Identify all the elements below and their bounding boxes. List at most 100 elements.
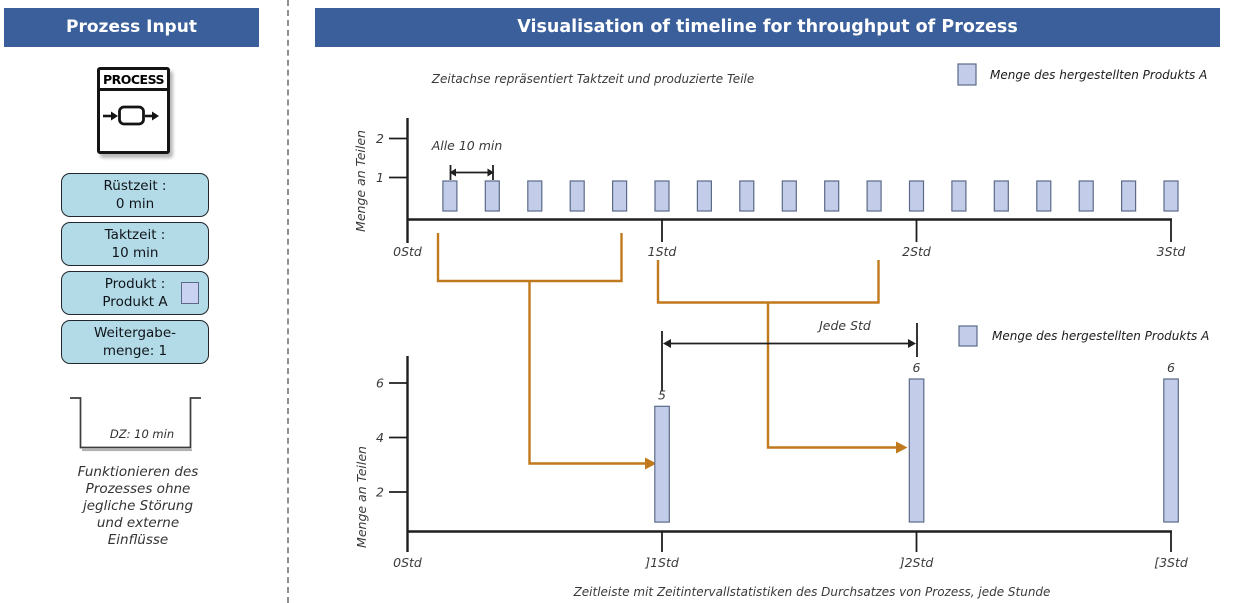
takt-bar: [654, 180, 670, 212]
bracket-1-connector: [528, 280, 645, 465]
top-legend-label: Menge des hergestellten Produkts A: [990, 68, 1207, 82]
pulse-shape-icon: DZ: 10 min: [70, 397, 201, 452]
takt-bar: [1078, 180, 1094, 212]
takt-bar: [1120, 180, 1137, 212]
ruestzeit-label: Rüstzeit :: [103, 178, 167, 194]
top-x-tick-label: 0Std: [393, 244, 422, 259]
bottom-y-tick-label: 4: [376, 430, 384, 445]
top-chart-subtitle: Zeitachse repräsentiert Taktzeit und pro…: [431, 72, 755, 86]
stat-bar: [654, 405, 670, 523]
stat-bar-value: 6: [1167, 360, 1175, 375]
produkt-label: Produkt :: [104, 276, 166, 292]
hour-arrowhead-right-icon: [908, 339, 916, 348]
stat-bar: [1163, 378, 1179, 523]
inflow-arrowhead-icon: [111, 111, 118, 121]
top-y-ticks: 12: [376, 131, 407, 185]
stat-bar: [908, 378, 925, 523]
stat-bar-value: 6: [913, 360, 921, 375]
top-chart-axes: [406, 118, 1172, 243]
bracket-1-arrowhead-icon: [645, 457, 657, 470]
takt-bar: [611, 180, 628, 212]
takt-bar: [696, 180, 713, 212]
takt-bar: [866, 180, 882, 212]
top-x-tick-label: 1Std: [648, 244, 677, 259]
bracket-2-arrowhead-icon: [896, 441, 908, 454]
top-y-tick-label: 2: [376, 131, 384, 146]
main-header: Visualisation of timeline for throughput…: [315, 8, 1220, 47]
panel-divider: [287, 0, 289, 603]
takt-bar: [951, 180, 967, 212]
interval-bracket-2: [656, 260, 908, 454]
stat-bar-value: 5: [658, 387, 666, 402]
dz-label: DZ: 10 min: [110, 427, 174, 441]
top-legend: Menge des hergestellten Produkts A: [957, 63, 1207, 86]
jede-std-label: Jede Std: [816, 318, 871, 333]
taktzeit-value: 10 min: [111, 245, 159, 261]
main-title: Visualisation of timeline for throughput…: [517, 17, 1018, 37]
process-step-box: [118, 105, 145, 126]
bottom-y-ticks: 2 4 6: [376, 376, 407, 500]
bottom-x-tick-label: ]1Std: [644, 555, 679, 570]
bottom-bars: 5 6 6: [654, 360, 1179, 523]
takt-bar: [1036, 180, 1052, 212]
bottom-y-tick-label: 6: [376, 376, 384, 391]
top-x-ticks: 0Std 1Std 2Std 3Std: [393, 220, 1185, 259]
note-text: Funktionieren des Prozesses ohne jeglich…: [77, 464, 199, 548]
bottom-x-tick-label: ]2Std: [899, 555, 934, 570]
arrowhead-right-icon: [487, 168, 494, 177]
ruestzeit-value: 0 min: [115, 196, 155, 212]
bracket-1-outline: [436, 233, 623, 283]
takt-bar: [824, 180, 840, 212]
bottom-legend-label: Menge des hergestellten Produkts A: [992, 329, 1209, 343]
top-x-tick-label: 3Std: [1157, 244, 1186, 259]
bottom-x-tick-label: [3Std: [1154, 555, 1188, 570]
arrowhead-left-icon: [449, 168, 456, 177]
top-x-tick-label: 2Std: [902, 244, 931, 259]
takt-bar: [527, 180, 543, 212]
takt-bar: [993, 180, 1009, 212]
produkt-color-swatch: [181, 282, 199, 304]
top-legend-swatch: [957, 63, 977, 86]
bottom-chart-caption: Zeitleiste mit Zeitintervallstatistiken …: [573, 585, 1051, 599]
info-box-produkt: Produkt : Produkt A: [61, 271, 209, 315]
taktzeit-label: Taktzeit :: [104, 227, 166, 243]
info-box-taktzeit: Taktzeit : 10 min: [61, 222, 209, 266]
bottom-y-tick-label: 2: [376, 485, 384, 500]
bottom-legend: Menge des hergestellten Produkts A: [958, 325, 1209, 347]
takt-bar: [484, 180, 500, 212]
top-bars: [442, 180, 1179, 212]
weitergabe-label: Weitergabe-: [93, 325, 177, 341]
jede-std-annotation: Jede Std: [661, 318, 918, 391]
takt-bar: [908, 180, 925, 212]
interval-bracket-1: [436, 233, 657, 470]
weitergabe-value: menge: 1: [102, 343, 168, 359]
takt-bar: [569, 180, 585, 212]
produkt-value: Produkt A: [102, 294, 168, 310]
bottom-y-axis-label: Menge an Teilen: [354, 446, 369, 548]
alle-10-min-label: Alle 10 min: [431, 138, 503, 153]
left-panel-header: Prozess Input: [4, 8, 259, 47]
process-flow-icon: [103, 105, 159, 126]
bottom-x-ticks: 0Std ]1Std ]2Std [3Std: [393, 532, 1188, 570]
top-y-axis-label: Menge an Teilen: [353, 130, 368, 232]
top-y-tick-label: 1: [376, 170, 384, 185]
bottom-x-tick-label: 0Std: [393, 555, 422, 570]
takt-bar: [739, 180, 755, 212]
cycle-time-pulse-diagram: DZ: 10 min: [58, 390, 210, 462]
bracket-2-connector: [766, 301, 896, 449]
bottom-chart-axes: [406, 356, 1172, 552]
outflow-arrowhead-icon: [152, 111, 159, 121]
process-icon: PROCESS: [97, 67, 170, 154]
bottom-legend-swatch: [958, 325, 978, 347]
alle-10-min-annotation: Alle 10 min: [431, 138, 503, 180]
takt-bar: [442, 180, 458, 212]
pulse-outline: [70, 397, 201, 449]
bracket-2-outline: [656, 260, 880, 304]
left-panel-title: Prozess Input: [66, 17, 197, 37]
hour-arrowhead-left-icon: [663, 339, 671, 348]
process-icon-label: PROCESS: [100, 70, 167, 91]
takt-bar: [1163, 180, 1179, 212]
takt-bar: [781, 180, 797, 212]
